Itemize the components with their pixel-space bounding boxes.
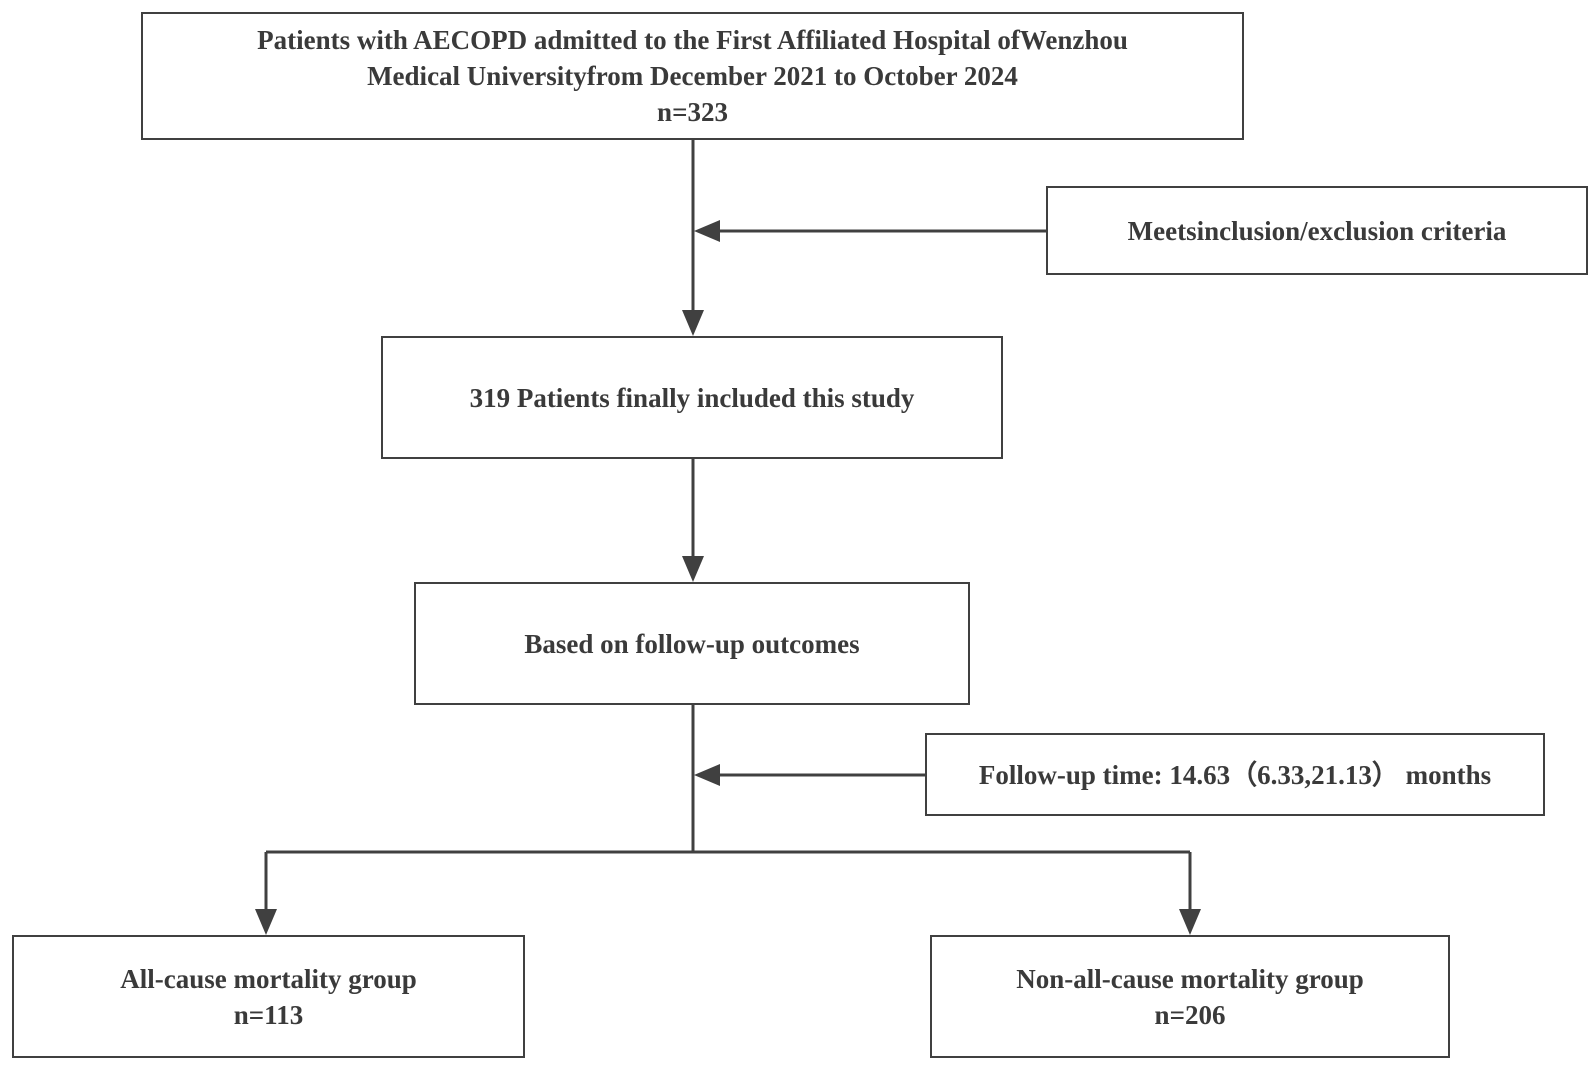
arrowhead-included bbox=[682, 310, 704, 336]
arrowhead-criteria bbox=[694, 220, 720, 242]
survival-group-label: Non-all-cause mortality group bbox=[1016, 963, 1364, 994]
included-label: 319 Patients finally included this study bbox=[469, 382, 915, 413]
source-count: n=323 bbox=[657, 97, 728, 127]
box-source-population: Patients with AECOPD admitted to the Fir… bbox=[141, 12, 1244, 140]
box-all-cause-mortality-group: All-cause mortality group n=113 bbox=[12, 935, 525, 1058]
death-group-label: All-cause mortality group bbox=[120, 963, 417, 994]
death-group-count: n=113 bbox=[233, 999, 304, 1030]
criteria-label: Meetsinclusion/exclusion criteria bbox=[1127, 215, 1507, 246]
box-included-patients: 319 Patients finally included this study bbox=[381, 336, 1003, 459]
survival-group-count: n=206 bbox=[1154, 999, 1226, 1030]
arrowhead-death bbox=[255, 909, 277, 935]
arrowhead-based bbox=[682, 556, 704, 582]
box-non-all-cause-mortality-group: Non-all-cause mortality group n=206 bbox=[930, 935, 1450, 1058]
box-follow-up-time: Follow-up time: 14.63（6.33,21.13） months bbox=[925, 733, 1545, 816]
followup-label: Follow-up time: 14.63（6.33,21.13） months bbox=[978, 759, 1492, 790]
arrowhead-survival bbox=[1179, 909, 1201, 935]
based-label: Based on follow-up outcomes bbox=[524, 628, 860, 659]
arrowhead-followup bbox=[694, 764, 720, 786]
box-inclusion-exclusion-criteria: Meetsinclusion/exclusion criteria bbox=[1046, 186, 1588, 275]
source-line-2: Medical Universityfrom December 2021 to … bbox=[367, 61, 1018, 91]
box-follow-up-outcomes: Based on follow-up outcomes bbox=[414, 582, 970, 705]
source-line-1: Patients with AECOPD admitted to the Fir… bbox=[257, 25, 1128, 55]
